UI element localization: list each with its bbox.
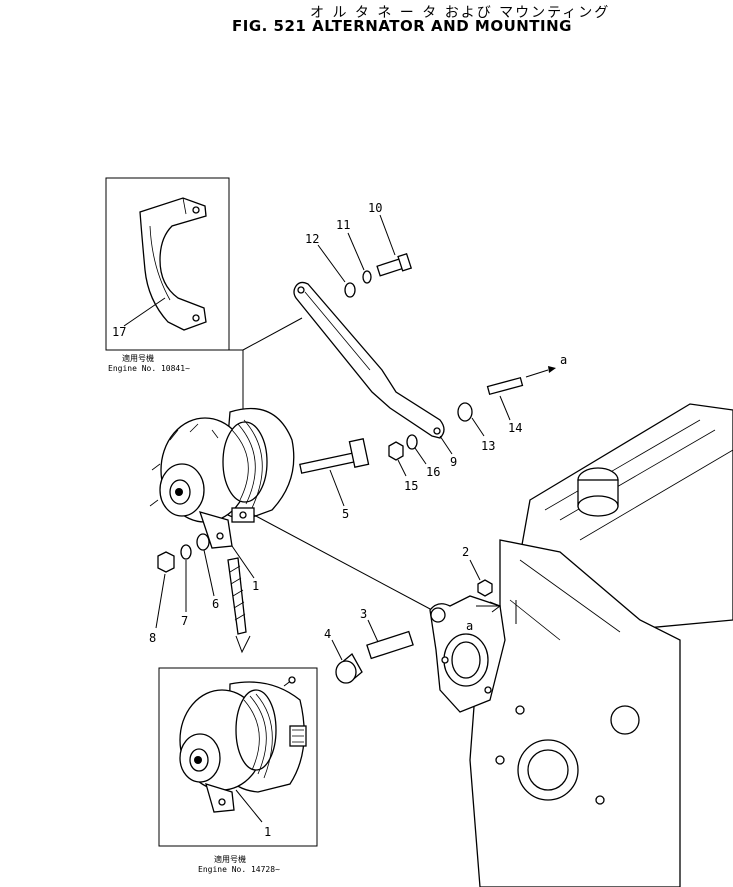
bottom-inset-engine-number: Engine No. 14728~	[198, 865, 280, 874]
bottom-inset-applicability: 適用号機	[214, 854, 246, 864]
japanese-title: オ ル タ ネ ー タ および マウンティング	[310, 5, 611, 21]
callout-4: 4	[324, 627, 331, 641]
callout-16: 16	[426, 465, 440, 479]
callout-1-main: 1	[252, 579, 259, 593]
callout-10: 10	[368, 201, 382, 215]
bottom-inset: 1 適用号機 Engine No. 14728~	[158, 667, 318, 874]
transition-arrow	[227, 557, 251, 654]
callout-11: 11	[336, 218, 350, 232]
stud-14-assembly: a 13 14	[457, 353, 567, 453]
adjusting-bracket: 9	[293, 281, 457, 469]
callout-9: 9	[450, 455, 457, 469]
callout-15: 15	[404, 479, 418, 493]
callout-17: 17	[112, 325, 126, 339]
spacer-4-bushing-3: 4 3	[324, 607, 414, 684]
callout-12: 12	[305, 232, 319, 246]
bolt-5: 5	[299, 438, 370, 521]
nut-8-washers: 8 7 6	[149, 533, 219, 645]
callout-13: 13	[481, 439, 495, 453]
nut-15-washer-16: 15 16	[388, 434, 440, 493]
callout-1-inset: 1	[264, 825, 271, 839]
callout-14: 14	[508, 421, 522, 435]
callout-2: 2	[462, 545, 469, 559]
top-inset-engine-number: Engine No. 10841~	[108, 364, 190, 373]
callout-5: 5	[342, 507, 349, 521]
callout-3: 3	[360, 607, 367, 621]
callout-6: 6	[212, 597, 219, 611]
alternator-main: 1	[149, 407, 295, 593]
callout-8: 8	[149, 631, 156, 645]
top-inset-applicability: 適用号機	[122, 353, 154, 363]
top-inset: 17 適用号機 Engine No. 10841~	[105, 177, 230, 373]
callout-7: 7	[181, 614, 188, 628]
engine-block: 2 a	[429, 403, 733, 887]
figure-title: FIG. 521 ALTERNATOR AND MOUNTING	[232, 17, 572, 35]
bolt-10-assembly: 10 11 12	[305, 201, 413, 298]
callout-a-bottom: a	[466, 619, 473, 633]
callout-a-top: a	[560, 353, 567, 367]
